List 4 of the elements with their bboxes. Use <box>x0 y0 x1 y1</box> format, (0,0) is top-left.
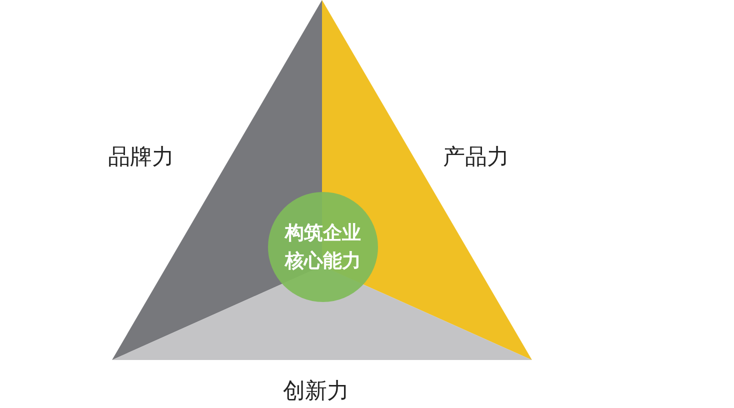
sector-label: 创新力 <box>283 378 349 406</box>
center-text: 构筑企业核心能力 <box>284 221 362 274</box>
sector-label: 产品力 <box>443 144 509 172</box>
sector-label: 品牌力 <box>108 144 174 172</box>
